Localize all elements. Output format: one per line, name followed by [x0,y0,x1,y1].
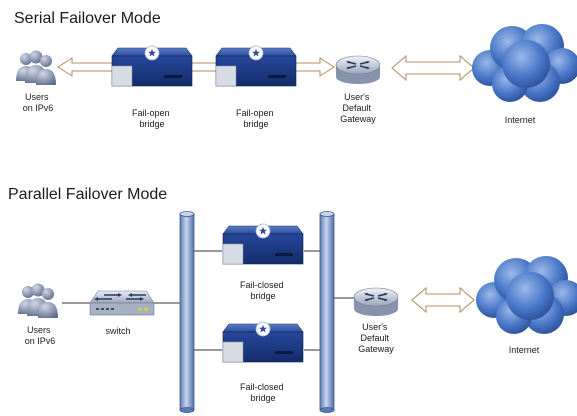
parallel-bridge-top-icon [222,223,304,265]
serial-users-icon [16,50,56,85]
parallel-users-label: Users on IPv6 [25,325,56,346]
serial-gateway-internet-arrow [391,54,475,82]
left-bus-pipe [179,211,195,413]
switch-label: switch [105,326,130,336]
serial-bridge-1-label: Fail-open bridge [132,108,172,129]
serial-internet-label: Internet [505,115,536,125]
serial-bridge-2-icon [215,45,297,87]
serial-users-label: Users on IPv6 [23,92,54,113]
serial-internet-cloud-icon [472,24,577,102]
parallel-bridge-bottom-label: Fail-closed bridge [240,382,286,403]
parallel-internet-label: Internet [509,345,540,355]
serial-failover-title: Serial Failover Mode [14,10,161,27]
switch-icon [89,290,155,316]
parallel-gateway-internet-arrow [411,286,475,314]
serial-bridge-2-label: Fail-open bridge [236,108,276,129]
serial-router-icon [335,55,381,85]
parallel-failover-title: Parallel Failover Mode [8,186,167,203]
parallel-bridge-top-label: Fail-closed bridge [240,280,286,301]
parallel-router-icon [353,287,399,317]
parallel-gateway-label: User's Default Gateway [358,322,394,354]
parallel-internet-cloud-icon [476,256,577,334]
serial-bridge-1-icon [111,45,193,87]
parallel-bridge-bottom-icon [222,321,304,363]
serial-double-arrow [57,57,335,77]
right-bus-pipe [319,211,335,413]
parallel-users-icon [18,283,58,318]
serial-gateway-label: User's Default Gateway [340,92,376,124]
